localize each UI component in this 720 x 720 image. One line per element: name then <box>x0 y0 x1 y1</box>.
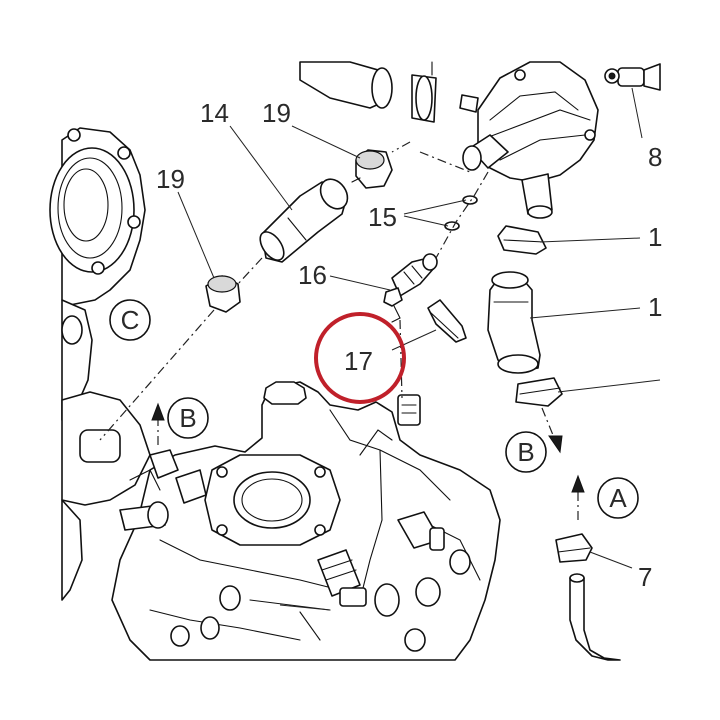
leader-1b <box>529 307 641 319</box>
assembly-lines <box>99 141 489 441</box>
leader-19-left <box>177 191 215 279</box>
svg-text:A: A <box>609 483 627 513</box>
callout-14: 14 <box>200 98 229 128</box>
leader-14 <box>229 125 293 211</box>
marker-a: A <box>597 477 639 519</box>
leader-7 <box>589 551 633 569</box>
leader-wire-1 <box>279 604 331 611</box>
leader-15b <box>403 215 449 227</box>
arrow-a-up-icon <box>571 474 585 493</box>
bolt-8 <box>604 63 661 91</box>
leader-1a <box>539 237 641 243</box>
reference-markers: C B B A <box>109 299 639 519</box>
callout-17: 17 <box>344 346 373 376</box>
right-hose-assembly <box>487 225 563 407</box>
svg-text:C: C <box>121 305 140 335</box>
clip-17 <box>427 299 467 343</box>
callout-1-upper: 1 <box>648 222 662 252</box>
left-housing <box>49 127 146 421</box>
leader-8 <box>631 87 643 139</box>
thermostat-housing <box>299 61 599 219</box>
callout-19-left: 19 <box>156 164 185 194</box>
callout-1-lower: 1 <box>648 292 662 322</box>
leader-16 <box>329 275 391 291</box>
svg-text:B: B <box>517 437 534 467</box>
svg-text:B: B <box>179 403 196 433</box>
sensor-16 <box>383 253 438 323</box>
arrow-b-up-icon <box>151 402 165 421</box>
callout-labels: 14 19 19 15 16 17 8 1 1 7 <box>156 98 662 592</box>
callout-19-upper: 19 <box>262 98 291 128</box>
highlight-circle-17 <box>314 312 406 404</box>
arrow-b-down-icon <box>548 435 563 454</box>
clamp-19-left <box>205 275 241 313</box>
marker-c: C <box>109 299 151 341</box>
leader-15a <box>403 199 467 215</box>
callout-16: 16 <box>298 260 327 290</box>
callout-15: 15 <box>368 202 397 232</box>
marker-b-right: B <box>505 431 547 473</box>
leader-lines <box>177 87 661 611</box>
callout-7: 7 <box>638 562 652 592</box>
marker-b-left: B <box>167 397 209 439</box>
flow-arrows <box>151 402 585 520</box>
clamp-19-upper <box>351 149 393 189</box>
clip-and-pipe-7 <box>555 533 621 661</box>
leader-19-upper <box>291 125 361 159</box>
leader-17 <box>391 329 437 351</box>
leader-1c <box>557 379 661 393</box>
left-lower-housing <box>61 391 207 601</box>
callout-8: 8 <box>648 142 662 172</box>
engine-block <box>111 381 501 661</box>
hose-14 <box>259 178 349 263</box>
